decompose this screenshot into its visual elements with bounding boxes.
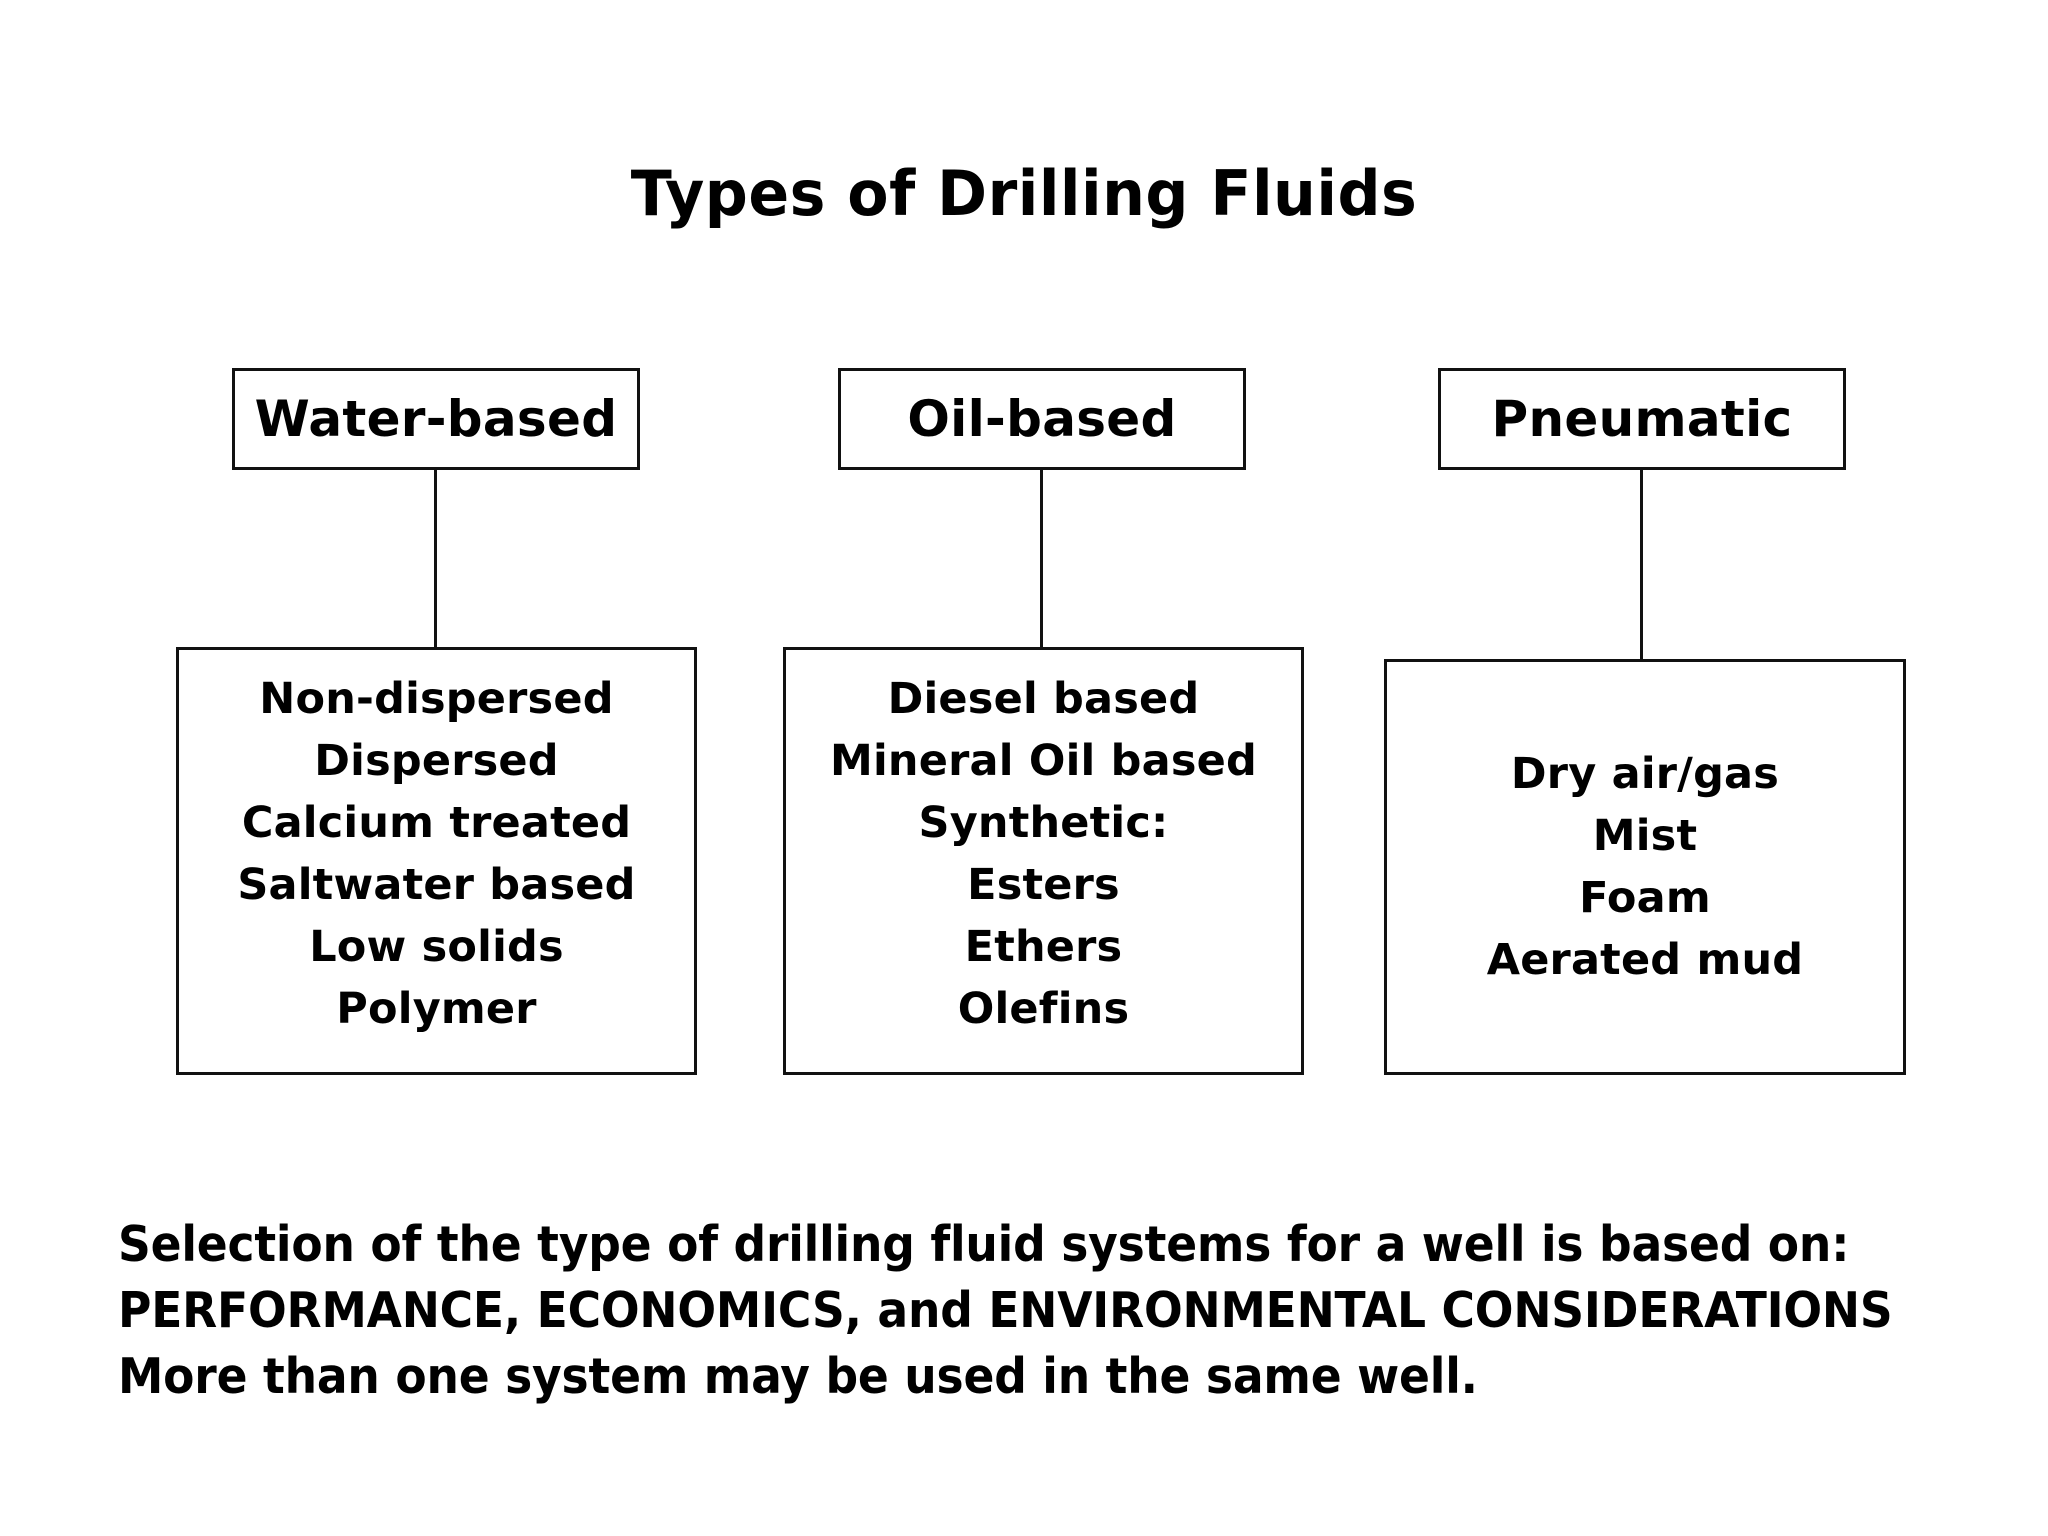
category-label-water-based: Water-based xyxy=(254,390,618,448)
list-item: Non-dispersed xyxy=(259,674,614,724)
list-box-pneumatic: Dry air/gas Mist Foam Aerated mud xyxy=(1384,659,1906,1075)
list-item: Foam xyxy=(1579,873,1711,923)
list-item: Olefins xyxy=(957,984,1130,1034)
footnote-line: Selection of the type of drilling fluid … xyxy=(118,1216,1850,1273)
category-label-pneumatic: Pneumatic xyxy=(1491,390,1793,448)
list-item: Dispersed xyxy=(314,736,559,786)
category-box-oil-based: Oil-based xyxy=(838,368,1246,470)
connector-line-pneumatic xyxy=(1640,470,1643,659)
list-item: Saltwater based xyxy=(237,860,636,910)
list-item: Mineral Oil based xyxy=(830,736,1257,786)
list-item: Polymer xyxy=(336,984,537,1034)
list-item: Aerated mud xyxy=(1486,935,1804,985)
list-box-water-based: Non-dispersed Dispersed Calcium treated … xyxy=(176,647,697,1075)
list-box-oil-based: Diesel based Mineral Oil based Synthetic… xyxy=(783,647,1304,1075)
list-item: Low solids xyxy=(309,922,564,972)
category-label-oil-based: Oil-based xyxy=(907,390,1177,448)
list-item: Ethers xyxy=(964,922,1123,972)
list-item: Synthetic: xyxy=(918,798,1169,848)
category-box-pneumatic: Pneumatic xyxy=(1438,368,1846,470)
list-item: Esters xyxy=(967,860,1120,910)
list-item: Mist xyxy=(1592,811,1698,861)
connector-line-water-based xyxy=(434,470,437,647)
footnote-block: Selection of the type of drilling fluid … xyxy=(118,1212,1978,1410)
connector-line-oil-based xyxy=(1040,470,1043,647)
footnote-line: More than one system may be used in the … xyxy=(118,1348,1478,1405)
list-item: Dry air/gas xyxy=(1510,749,1780,799)
list-item: Diesel based xyxy=(887,674,1200,724)
category-box-water-based: Water-based xyxy=(232,368,640,470)
page-title: Types of Drilling Fluids xyxy=(630,157,1418,230)
footnote-line: PERFORMANCE, ECONOMICS, and ENVIRONMENTA… xyxy=(118,1282,1893,1339)
list-item: Calcium treated xyxy=(241,798,632,848)
